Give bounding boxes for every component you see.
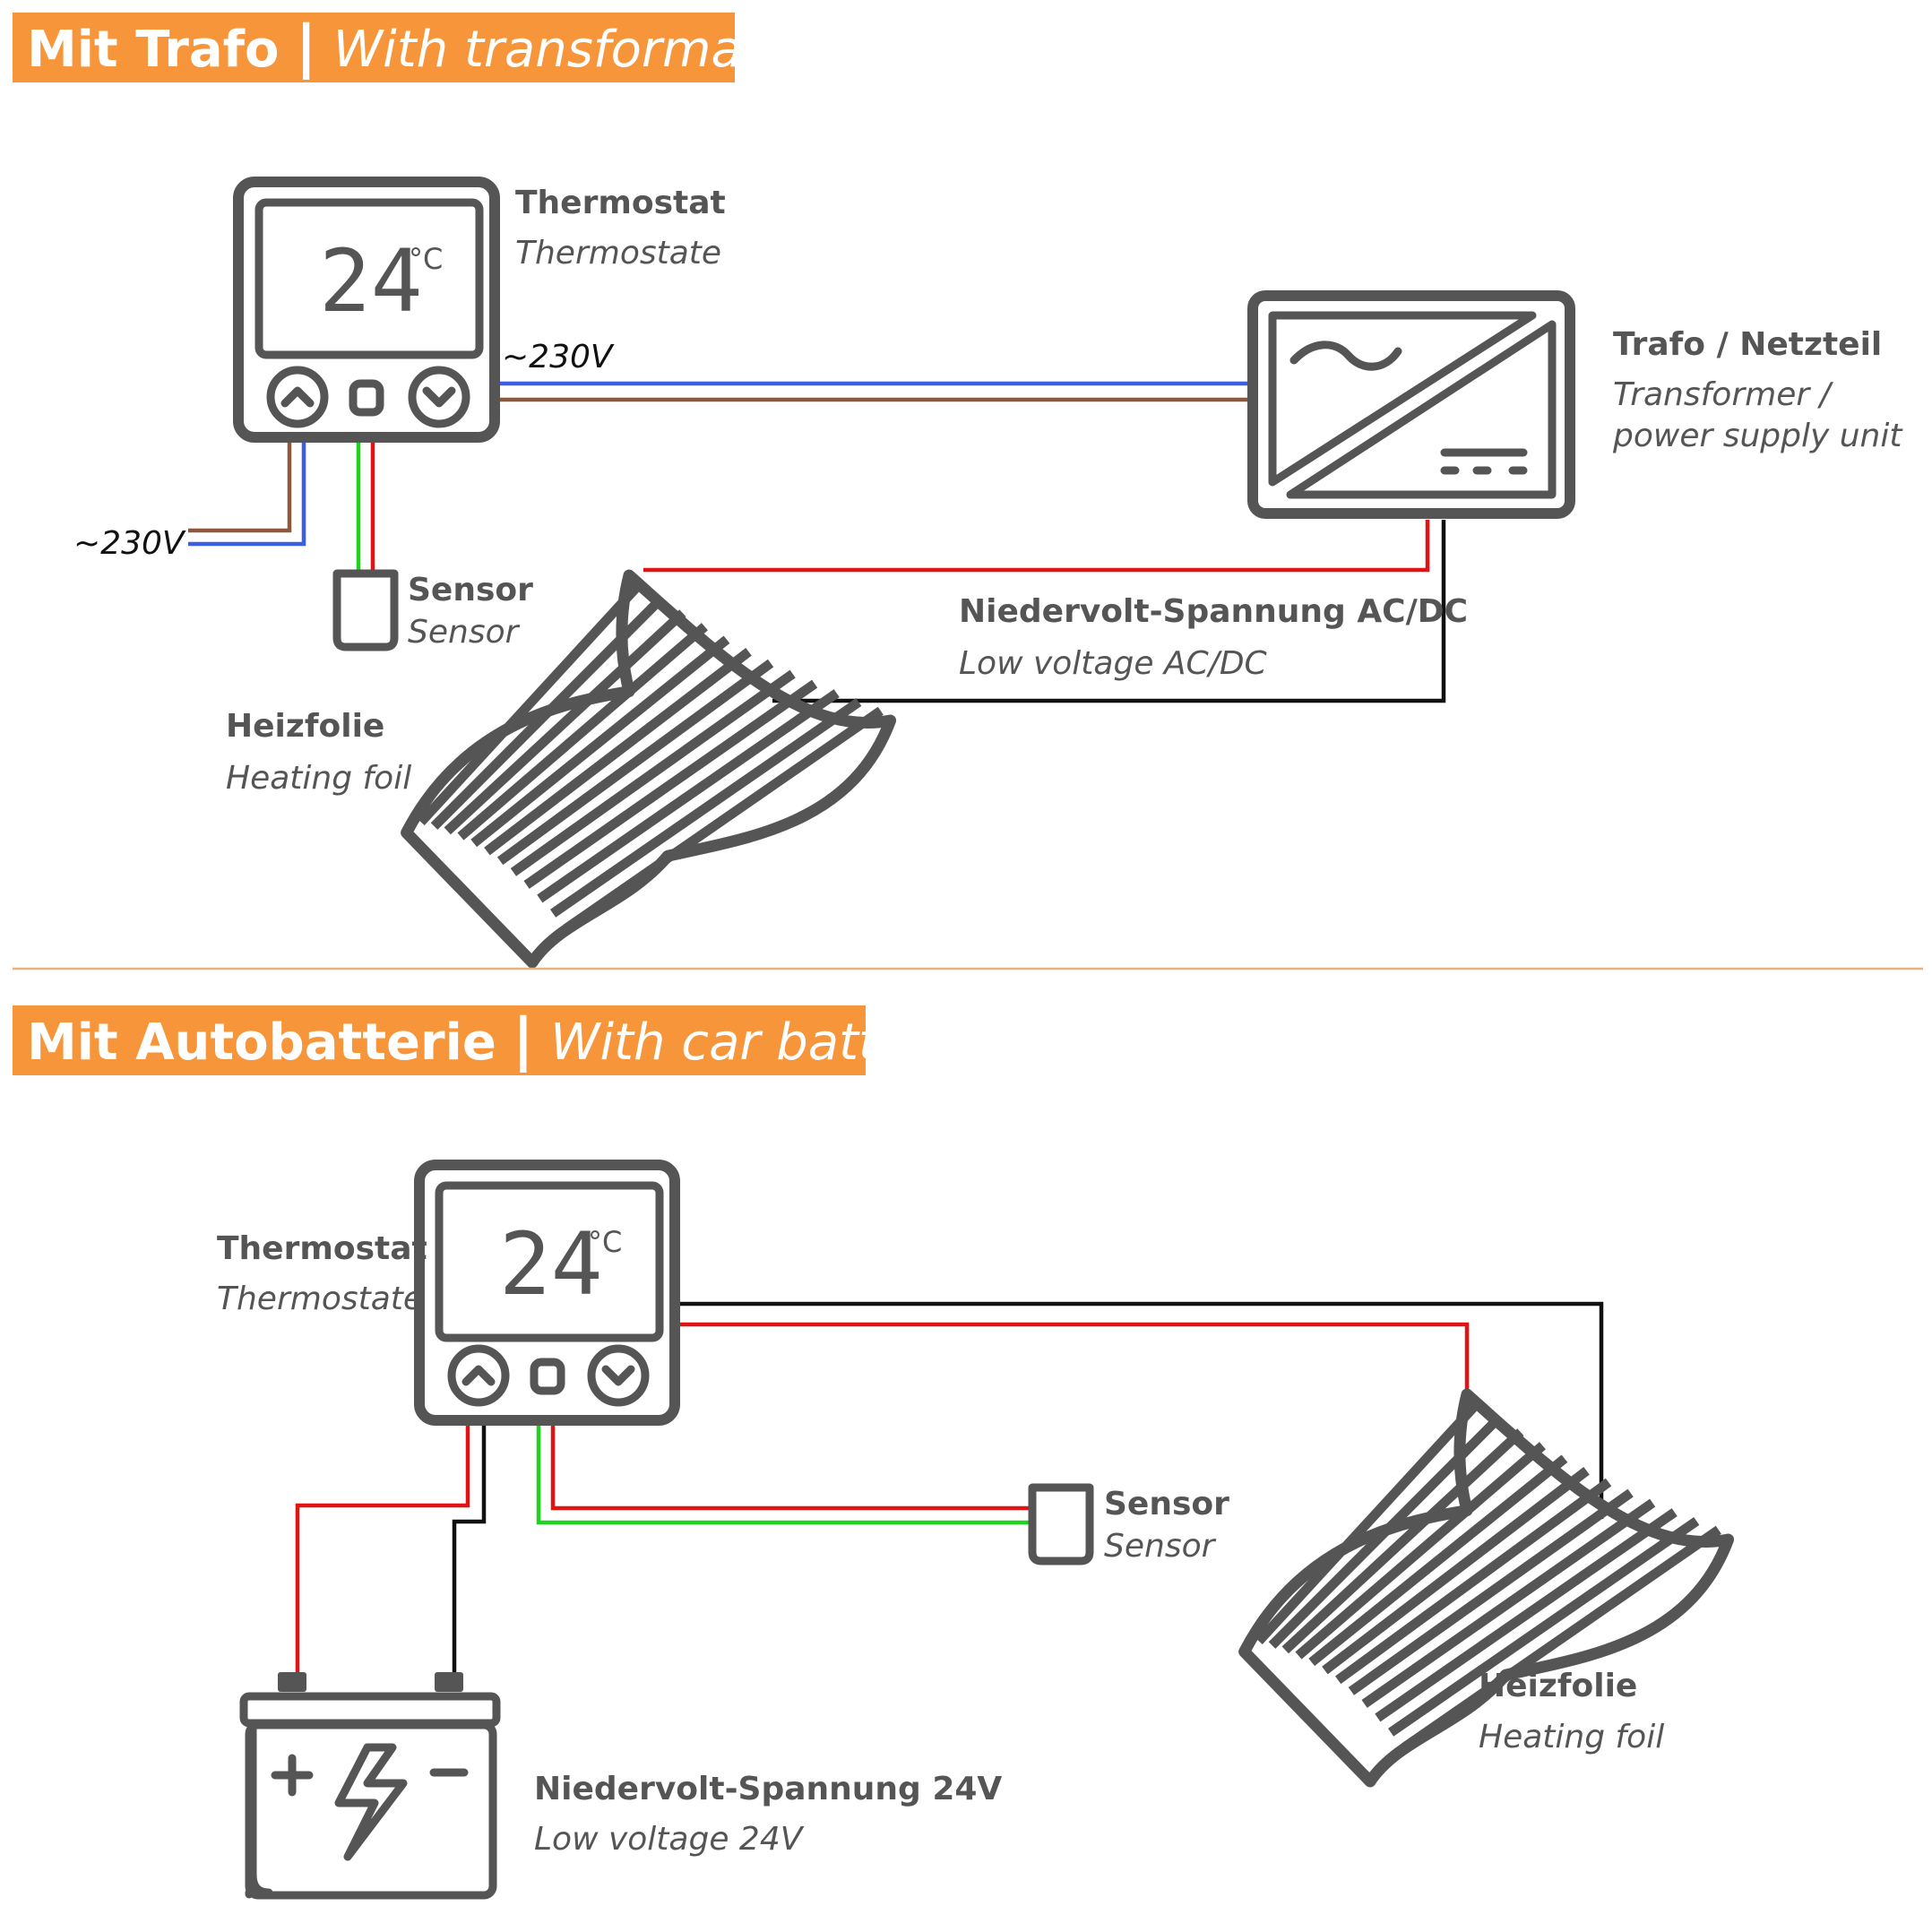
wire-red-to-foil bbox=[675, 1322, 1470, 1393]
thermostat-display-value: 24 bbox=[499, 1214, 603, 1315]
thermostat-body bbox=[233, 177, 500, 443]
heating-foil-label-en: Heating foil bbox=[1479, 1719, 1664, 1755]
thermostat-display bbox=[435, 1181, 664, 1342]
wire-blue-mains-in bbox=[188, 437, 306, 547]
transformer-icon bbox=[1247, 290, 1575, 519]
wire-black-battery bbox=[452, 1420, 487, 1680]
thermostat-display-value: 24 bbox=[319, 231, 423, 332]
low-voltage-label-en: Low voltage AC/DC bbox=[959, 645, 1268, 682]
low-voltage-label-de: Niedervolt-Spannung 24V bbox=[534, 1771, 1002, 1807]
arrow-down-button-icon bbox=[408, 366, 470, 428]
sensor-icon bbox=[332, 569, 399, 651]
banner-title-text: Mit Autobatterie | With car battery bbox=[27, 1007, 960, 1074]
banner-title-italic: With transformator bbox=[333, 21, 815, 79]
wire-brown-mains-in bbox=[188, 437, 292, 533]
transformer-label-de: Trafo / Netzteil bbox=[1613, 326, 1882, 363]
sensor-icon bbox=[1028, 1483, 1094, 1565]
heating-foil-label-de: Heizfolie bbox=[226, 708, 384, 745]
section-with-car-battery: Mit Autobatterie | With car battery 24 °… bbox=[13, 1005, 1729, 1900]
sensor-label-en: Sensor bbox=[1104, 1528, 1217, 1565]
transformer-label-en-line1: Transformer / bbox=[1613, 376, 1834, 413]
wire-red-battery bbox=[295, 1420, 470, 1680]
banner-title-bold: Mit Trafo bbox=[27, 21, 279, 79]
wires-top bbox=[188, 381, 1446, 703]
wire-red-low-voltage bbox=[643, 520, 1430, 573]
sensor-label-de: Sensor bbox=[1104, 1486, 1229, 1522]
banner-background bbox=[13, 13, 735, 82]
banner-title-bold: Mit Autobatterie bbox=[27, 1013, 496, 1072]
thermostat-top: 24 °C bbox=[233, 177, 500, 443]
wire-black-low-voltage bbox=[772, 520, 1446, 703]
banner-separator: | bbox=[296, 14, 316, 81]
transformer-label-en-line2: power supply unit bbox=[1612, 418, 1903, 454]
wires-bottom bbox=[295, 1301, 1604, 1680]
banner-with-car-battery: Mit Autobatterie | With car battery bbox=[13, 1005, 960, 1075]
banner-background bbox=[13, 1005, 866, 1075]
center-button-icon bbox=[349, 379, 384, 417]
wire-green-sensor bbox=[536, 1420, 1031, 1525]
thermostat-display bbox=[254, 198, 484, 359]
banner-separator: | bbox=[513, 1007, 533, 1074]
arrow-down-button-icon bbox=[587, 1344, 650, 1407]
center-button-icon bbox=[530, 1358, 565, 1395]
wire-black-to-foil bbox=[675, 1301, 1604, 1519]
banner-title-italic: With car battery bbox=[550, 1013, 960, 1072]
thermostat-bottom: 24 °C bbox=[414, 1160, 680, 1426]
sensor-label-de: Sensor bbox=[408, 572, 533, 608]
thermostat-body bbox=[414, 1160, 680, 1426]
thermostat-label-de: Thermostat bbox=[217, 1230, 427, 1267]
car-battery-icon bbox=[239, 1672, 501, 1900]
low-voltage-label-en: Low voltage 24V bbox=[534, 1821, 805, 1858]
thermostat-display-unit: °C bbox=[588, 1225, 622, 1259]
thermostat-display-unit: °C bbox=[409, 242, 443, 276]
heating-foil-label-en: Heating foil bbox=[226, 760, 411, 797]
voltage-label-mains-left: ~230V bbox=[73, 525, 186, 562]
heating-foil-label-de: Heizfolie bbox=[1479, 1668, 1637, 1704]
voltage-label-mains-right: ~230V bbox=[502, 339, 615, 375]
wire-red-sensor bbox=[550, 1420, 1031, 1511]
thermostat-label-en: Thermostate bbox=[515, 235, 721, 272]
arrow-up-button-icon bbox=[266, 366, 329, 428]
arrow-up-button-icon bbox=[447, 1344, 510, 1407]
low-voltage-label-de: Niedervolt-Spannung AC/DC bbox=[959, 593, 1468, 630]
section-with-transformator: Mit Trafo | With transformator 24 ° bbox=[13, 13, 1903, 962]
banner-title-text: Mit Trafo | With transformator bbox=[27, 14, 815, 81]
thermostat-label-en: Thermostate bbox=[217, 1281, 423, 1317]
thermostat-label-de: Thermostat bbox=[515, 185, 726, 221]
sensor-label-en: Sensor bbox=[408, 614, 521, 651]
banner-with-transformator: Mit Trafo | With transformator bbox=[13, 13, 815, 82]
